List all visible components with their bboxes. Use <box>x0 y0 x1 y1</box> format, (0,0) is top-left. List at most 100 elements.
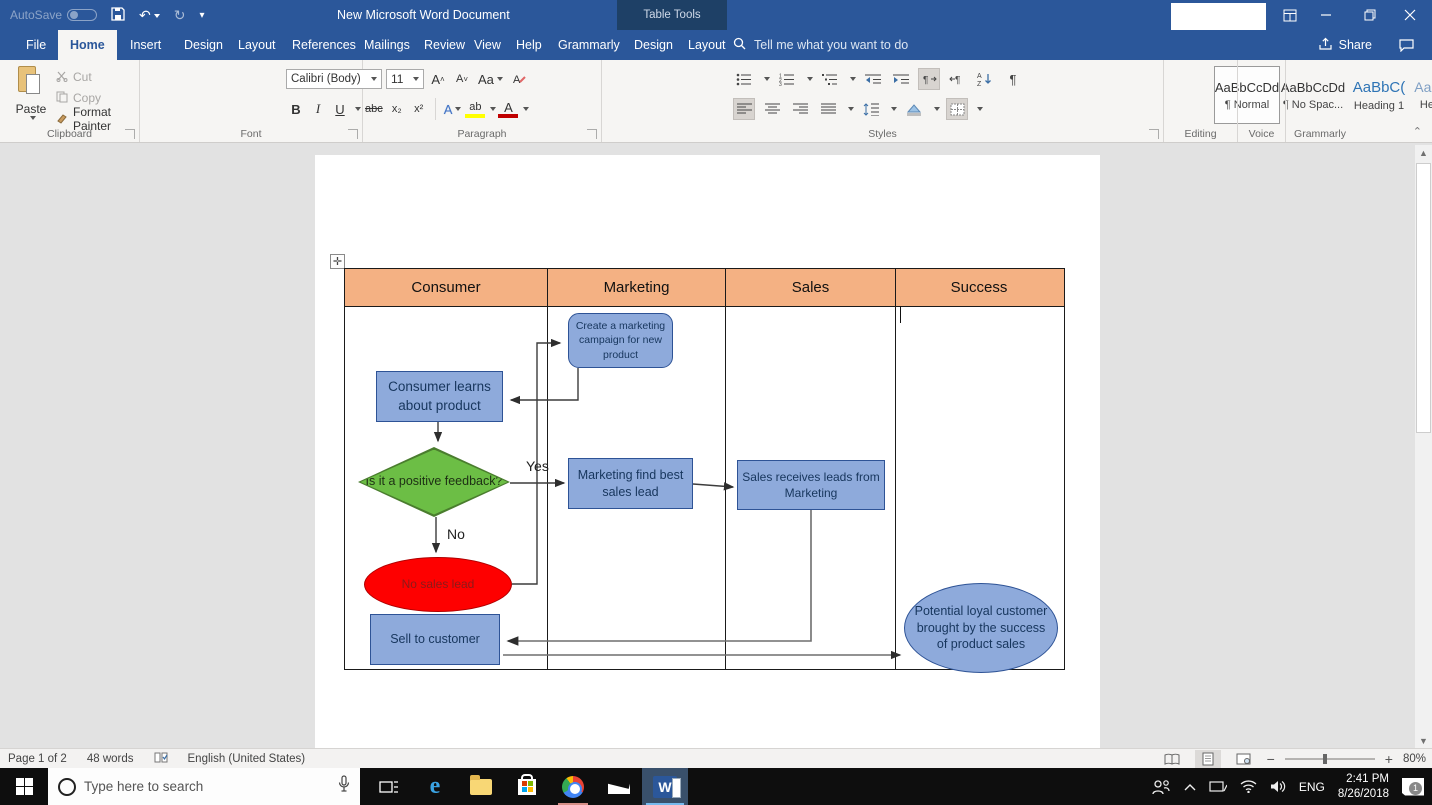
zoom-slider-thumb[interactable] <box>1323 754 1327 764</box>
tell-me-box[interactable] <box>733 30 974 60</box>
lane-header-marketing[interactable]: Marketing <box>548 269 726 306</box>
tab-layout[interactable]: Layout <box>226 30 288 60</box>
tab-table-layout[interactable]: Layout <box>676 30 738 60</box>
font-dialog-launcher[interactable] <box>348 129 358 139</box>
scroll-up-icon[interactable]: ▲ <box>1415 145 1432 160</box>
taskbar-search[interactable] <box>48 768 360 805</box>
flow-shape-no-sales-lead[interactable]: No sales lead <box>364 557 512 612</box>
lane-header-row: Consumer Marketing Sales Success <box>345 269 1064 307</box>
collapse-ribbon-icon[interactable]: ⌃ <box>1413 125 1422 138</box>
chrome-icon[interactable] <box>550 768 596 805</box>
group-grammarly: G Open Grammarly Grammarly <box>1286 60 1354 142</box>
hidden-icons-chevron[interactable] <box>1184 783 1196 791</box>
italic-button[interactable]: I <box>308 98 328 120</box>
wifi-icon[interactable] <box>1240 780 1257 793</box>
tell-me-input[interactable] <box>754 38 974 52</box>
underline-button[interactable]: U <box>330 98 350 120</box>
tab-insert[interactable]: Insert <box>118 30 173 60</box>
zoom-out-button[interactable]: − <box>1267 751 1275 767</box>
bold-button[interactable]: B <box>286 98 306 120</box>
redo-icon[interactable]: ↻ <box>174 7 186 24</box>
scroll-down-icon[interactable]: ▼ <box>1415 733 1432 748</box>
print-layout-icon[interactable] <box>1195 750 1221 768</box>
search-icon <box>733 37 746 53</box>
paste-button[interactable]: Paste <box>8 66 54 128</box>
word-taskbar-icon[interactable]: W <box>642 768 688 805</box>
document-page[interactable]: ✛ Consumer Marketing Sales Success <box>315 155 1100 748</box>
taskbar: e W ENG 2:41 PM 8/26/2018 1 <box>0 768 1432 805</box>
lane-divider <box>895 307 897 669</box>
web-layout-icon[interactable] <box>1231 750 1257 768</box>
proofing-icon[interactable] <box>154 752 168 767</box>
file-explorer-icon[interactable] <box>458 768 504 805</box>
close-button[interactable] <box>1388 0 1432 30</box>
store-icon[interactable] <box>504 768 550 805</box>
lane-header-sales[interactable]: Sales <box>726 269 896 306</box>
action-center-icon[interactable]: 1 <box>1402 778 1424 796</box>
voice-group-label: Voice <box>1238 128 1285 140</box>
qat-customize-icon[interactable]: ▾ <box>200 10 205 21</box>
ribbon-tabs: File Home Insert Design Layout Reference… <box>0 30 1432 60</box>
task-view-icon[interactable] <box>366 768 412 805</box>
lane-header-consumer[interactable]: Consumer <box>345 269 548 306</box>
scissors-icon <box>56 70 68 85</box>
tray-clock[interactable]: 2:41 PM 8/26/2018 <box>1338 772 1389 801</box>
edge-icon[interactable]: e <box>412 768 458 805</box>
paste-icon <box>18 66 44 98</box>
language-indicator[interactable]: English (United States) <box>188 753 306 765</box>
undo-icon[interactable]: ↶ <box>139 7 160 24</box>
comments-icon[interactable] <box>1399 30 1414 60</box>
restore-button[interactable] <box>1348 0 1392 30</box>
minimize-button[interactable] <box>1304 0 1348 30</box>
copy-label: Copy <box>73 91 101 105</box>
flow-shape-loyal-customer[interactable]: Potential loyal customer brought by the … <box>904 583 1058 673</box>
people-icon[interactable] <box>1151 779 1171 795</box>
flow-shape-sales-receives[interactable]: Sales receives leads from Marketing <box>737 460 885 510</box>
volume-icon[interactable] <box>1270 780 1286 793</box>
autosave-toggle[interactable]: AutoSave <box>10 8 97 22</box>
taskbar-search-input[interactable] <box>84 779 330 794</box>
lane-header-success[interactable]: Success <box>896 269 1062 306</box>
mail-icon[interactable] <box>596 768 642 805</box>
zoom-level[interactable]: 80% <box>1403 753 1426 765</box>
cut-label: Cut <box>73 70 92 84</box>
status-bar: Page 1 of 2 48 words English (United Sta… <box>0 748 1432 768</box>
styles-dialog-launcher[interactable] <box>1149 129 1159 139</box>
tab-home[interactable]: Home <box>58 30 117 60</box>
style-heading2[interactable]: AaBbCcDHeading 2 <box>1412 66 1432 124</box>
cut-button[interactable]: Cut <box>56 68 139 86</box>
vertical-scrollbar[interactable]: ▲ ▼ <box>1415 145 1432 748</box>
tab-grammarly[interactable]: Grammarly <box>546 30 632 60</box>
zoom-in-button[interactable]: + <box>1385 751 1393 767</box>
flow-shape-create-campaign[interactable]: Create a marketing campaign for new prod… <box>568 313 673 368</box>
share-icon <box>1318 37 1333 54</box>
notification-badge: 1 <box>1409 782 1422 795</box>
account-area[interactable] <box>1171 3 1266 30</box>
format-painter-button[interactable]: Format Painter <box>56 110 139 128</box>
share-button[interactable]: Share <box>1318 30 1372 60</box>
tab-file[interactable]: File <box>14 30 58 60</box>
flow-shape-consumer-learns[interactable]: Consumer learns about product <box>376 371 503 422</box>
share-label: Share <box>1339 38 1372 52</box>
clipboard-dialog-launcher[interactable] <box>125 129 135 139</box>
table-move-handle-icon[interactable]: ✛ <box>330 254 345 269</box>
page-indicator[interactable]: Page 1 of 2 <box>8 753 67 765</box>
group-font: Calibri (Body) 11 A˄ A˅ Aa A B I U abc x… <box>140 60 363 142</box>
read-mode-icon[interactable] <box>1159 750 1185 768</box>
flow-shape-sell-to-customer[interactable]: Sell to customer <box>370 614 500 665</box>
flow-shape-marketing-find[interactable]: Marketing find best sales lead <box>568 458 693 509</box>
autosave-pill <box>67 9 97 21</box>
search-mic-icon[interactable] <box>338 775 350 798</box>
grammarly-group-label: Grammarly <box>1286 128 1354 140</box>
scrollbar-thumb[interactable] <box>1416 163 1431 433</box>
word-count[interactable]: 48 words <box>87 753 134 765</box>
tablet-pen-icon[interactable] <box>1209 780 1227 793</box>
style-heading1[interactable]: AaBbC(Heading 1 <box>1346 66 1412 124</box>
format-painter-icon <box>56 112 68 127</box>
save-icon[interactable] <box>111 7 125 24</box>
paragraph-dialog-launcher[interactable] <box>587 129 597 139</box>
tray-language[interactable]: ENG <box>1299 780 1325 794</box>
start-button[interactable] <box>0 768 48 805</box>
editing-group-label: Editing <box>1164 128 1237 140</box>
zoom-slider[interactable] <box>1285 758 1375 760</box>
